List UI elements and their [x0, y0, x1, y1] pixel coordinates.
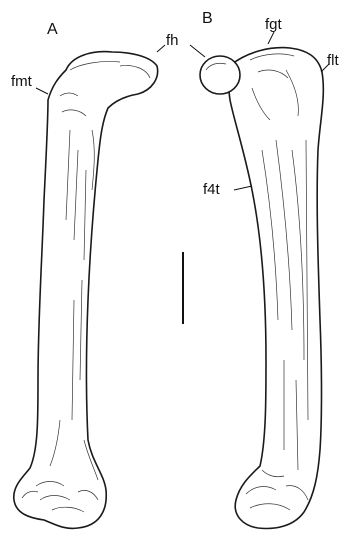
- fh-leader-a: [157, 45, 165, 52]
- label-fh: fh: [166, 32, 179, 49]
- femoral-head: [200, 56, 240, 94]
- f4t-leader: [234, 186, 252, 190]
- panel-label-b: B: [202, 10, 213, 27]
- femur-a: [14, 52, 158, 529]
- fh-leader-b: [190, 45, 205, 57]
- femur-b-outline: [229, 48, 324, 529]
- label-flt: flt: [327, 52, 340, 69]
- label-f4t: f4t: [203, 181, 221, 198]
- fmt-leader: [36, 88, 48, 94]
- label-fgt: fgt: [265, 16, 283, 33]
- label-fmt: fmt: [11, 73, 33, 90]
- femur-b: [200, 48, 323, 529]
- fgt-leader: [268, 32, 274, 44]
- panel-label-a: A: [47, 21, 58, 38]
- femur-a-outline: [14, 52, 158, 529]
